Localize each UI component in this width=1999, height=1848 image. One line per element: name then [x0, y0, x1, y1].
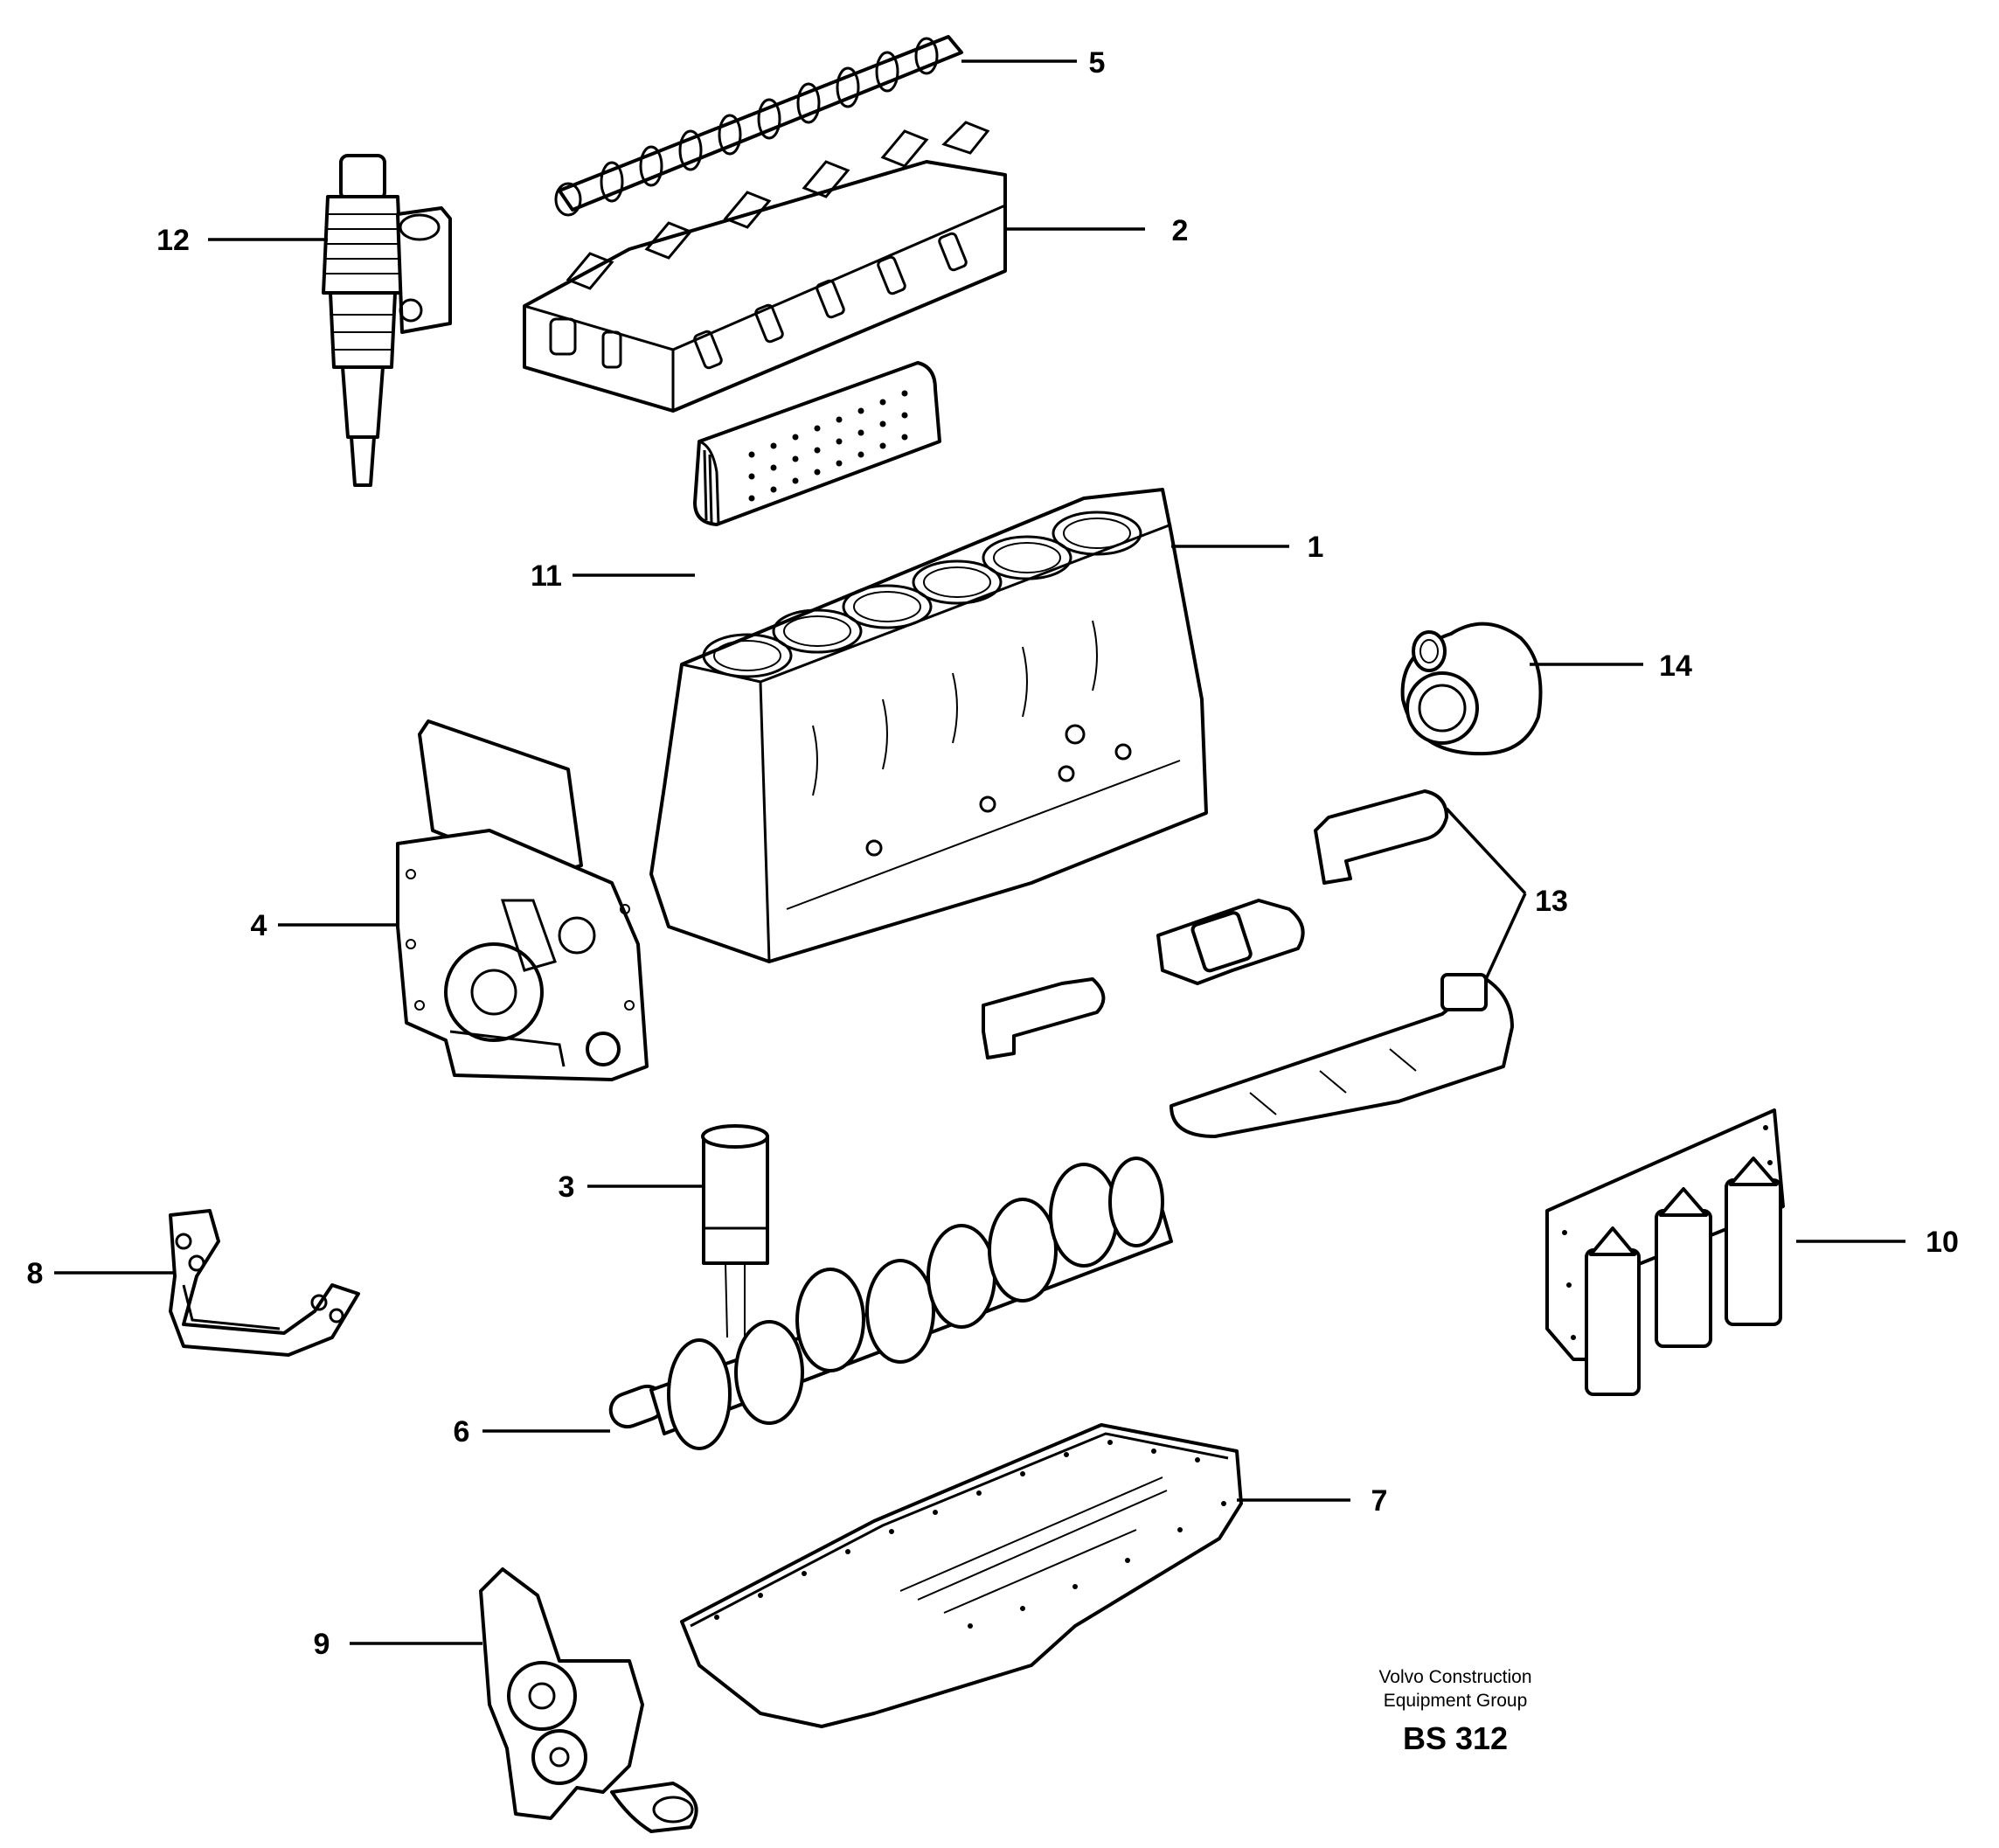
callout-13: 13: [1535, 885, 1568, 918]
callout-6: 6: [454, 1415, 470, 1449]
leader-lines: [54, 59, 1905, 1645]
filter-housing: [1545, 1108, 1785, 1396]
timing-gear-casing: [396, 719, 649, 1081]
callout-14: 14: [1659, 650, 1692, 683]
oil-sump: [680, 1423, 1243, 1728]
callout-1: 1: [1308, 531, 1324, 564]
publisher-line-2: Equipment Group: [1384, 1691, 1528, 1711]
oil-pump: [479, 1567, 698, 1833]
turbocharger: [1400, 622, 1543, 756]
unit-injector: [322, 154, 452, 487]
exhaust-manifold: [982, 789, 1514, 1138]
publisher-footer: Volvo Construction Equipment Group BS 31…: [1378, 1667, 1531, 1756]
callout-12: 12: [156, 224, 190, 257]
callout-3: 3: [559, 1171, 575, 1204]
callout-5: 5: [1089, 46, 1106, 80]
callout-9: 9: [314, 1628, 330, 1661]
camshaft: [554, 35, 963, 217]
callout-8: 8: [27, 1257, 44, 1290]
publisher-line-1: Volvo Construction: [1378, 1667, 1531, 1687]
cylinder-head: [523, 121, 1007, 413]
callout-2: 2: [1172, 214, 1189, 247]
callout-11: 11: [531, 559, 562, 593]
document-code: BS 312: [1403, 1720, 1508, 1756]
cylinder-liner: [701, 1124, 769, 1338]
engine-block: [649, 488, 1208, 963]
callout-labels: 1 2 3 4 5 6 7 8 9 10 11 12 13 14: [27, 46, 1959, 1661]
oil-pipe-bracket: [169, 1209, 360, 1357]
callout-7: 7: [1371, 1484, 1388, 1518]
callout-4: 4: [251, 909, 267, 942]
crankshaft: [608, 1157, 1173, 1450]
callout-10: 10: [1926, 1226, 1959, 1259]
oil-cooler: [693, 361, 941, 526]
